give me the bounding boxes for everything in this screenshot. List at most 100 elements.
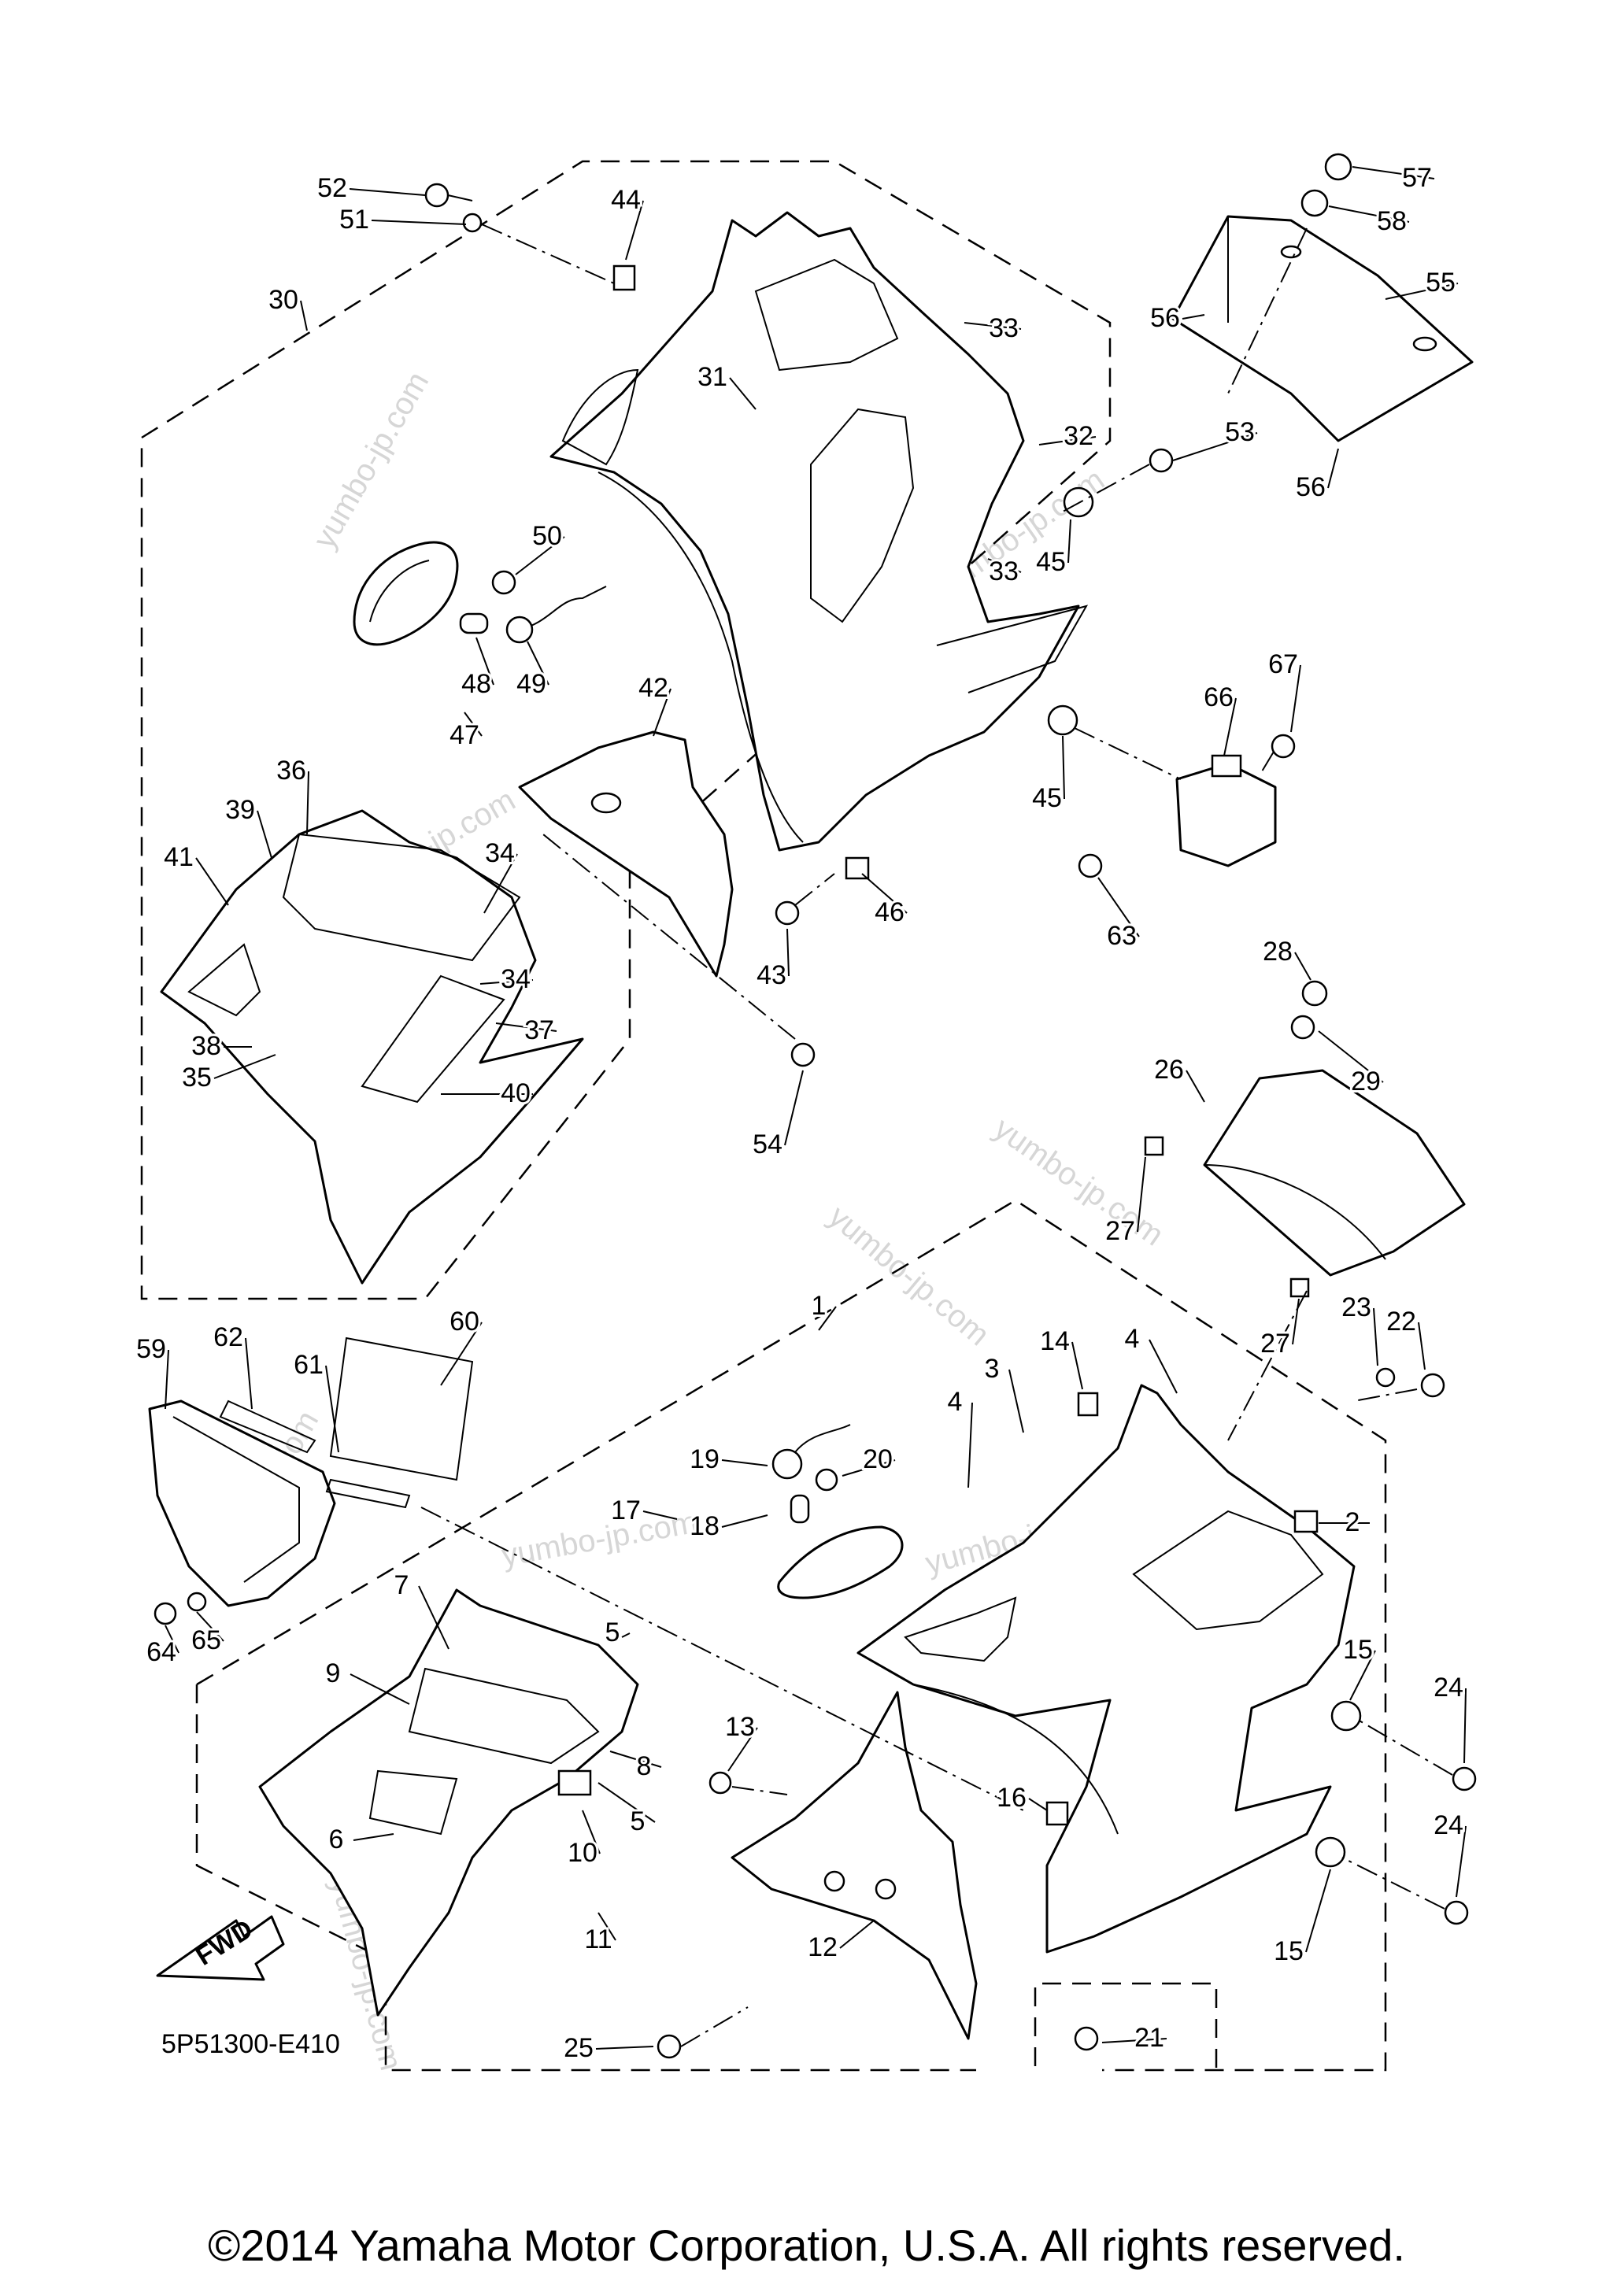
callout-leader: [350, 1673, 410, 1705]
screw-28-head: [1301, 980, 1328, 1007]
lower-cowling-edge: [912, 1684, 1119, 1835]
callout-leader: [597, 1782, 656, 1823]
callout-number-61: 61: [294, 1350, 324, 1380]
callout-leader: [642, 1510, 678, 1520]
ref-line-25: [680, 2006, 749, 2047]
screw-24-upper-head: [1452, 1766, 1477, 1791]
ref-line-43: [794, 873, 835, 906]
lower-side-cowling-duct: [408, 1667, 600, 1765]
grommet-15-lower: [1315, 1836, 1346, 1868]
callout-leader: [1294, 952, 1311, 981]
callout-leader: [1097, 877, 1140, 937]
callout-number-28: 28: [1263, 937, 1293, 967]
callout-leader: [1318, 1030, 1384, 1083]
reference-lines: [420, 224, 1453, 2047]
windshield-inner-curve: [1204, 1164, 1386, 1260]
lower-cowling-panel: [1132, 1510, 1324, 1631]
callout-number-58: 58: [1377, 206, 1407, 236]
screw-67-head: [1271, 734, 1296, 759]
air-scoop-inner: [172, 1416, 300, 1583]
callout-number-44: 44: [611, 185, 641, 215]
meter-panel-55: [1171, 215, 1474, 442]
flasher-lens-housing: [353, 541, 459, 646]
watermark-text: yumbo-jp.com: [822, 1199, 996, 1352]
callout-leader: [1182, 314, 1205, 320]
callout-leader: [842, 1459, 896, 1477]
flasher-bulb: [459, 612, 489, 634]
screw-22-head: [1420, 1373, 1445, 1398]
grommet-45-lower: [1047, 704, 1078, 736]
inner-panel-12-hole: [823, 1870, 845, 1892]
flasher-17-lens: [777, 1525, 904, 1599]
grommet-29: [1290, 1015, 1315, 1040]
fasteners: [154, 153, 1477, 2059]
callout-number-16: 16: [997, 1783, 1027, 1813]
meter-panel-hole: [1280, 245, 1302, 259]
callout-number-21: 21: [1134, 2023, 1164, 2053]
callout-number-2: 2: [1345, 1507, 1360, 1537]
callout-number-24: 24: [1434, 1673, 1463, 1703]
callout-number-27: 27: [1105, 1216, 1135, 1246]
callout-number-63: 63: [1107, 921, 1137, 951]
callout-number-34: 34: [501, 964, 531, 994]
callout-number-5: 5: [605, 1618, 620, 1647]
air-scoop-body: [148, 1399, 336, 1607]
callout-number-31: 31: [697, 362, 727, 392]
callout-leader: [495, 1022, 557, 1032]
stay-66: [1175, 754, 1277, 867]
callout-leader: [1137, 1156, 1146, 1233]
callout-number-9: 9: [326, 1658, 341, 1688]
inner-panel-hole: [590, 792, 622, 814]
emblem-61: [325, 1478, 411, 1509]
upper-cowling-lower-lip: [936, 605, 1089, 693]
upper-cowling-30: [549, 211, 1089, 852]
callout-number-41: 41: [164, 842, 194, 872]
fwd-arrow-shape: [156, 1915, 285, 1981]
callout-leader: [1028, 1798, 1048, 1811]
ref-line-24: [1357, 1719, 1453, 1776]
callout-leader: [784, 1070, 804, 1146]
callout-number-17: 17: [611, 1496, 641, 1525]
nut-2: [1293, 1510, 1319, 1533]
callout-leader: [213, 1054, 276, 1079]
callout-number-13: 13: [725, 1712, 755, 1742]
callout-number-51: 51: [339, 205, 369, 235]
callout-number-42: 42: [638, 673, 668, 703]
callout-leader: [1067, 519, 1071, 564]
callout-leader: [1385, 283, 1459, 300]
callout-number-39: 39: [225, 795, 255, 825]
callout-leader: [1292, 1298, 1300, 1345]
callout-leader: [1038, 436, 1097, 446]
side-cowling-intake: [187, 943, 261, 1017]
rivet-25: [657, 2034, 682, 2059]
callout-number-49: 49: [516, 669, 546, 699]
callout-leader: [1186, 1070, 1205, 1103]
inner-panel-42: [518, 730, 734, 978]
callout-leader: [245, 1337, 253, 1410]
callout-leader: [440, 1322, 483, 1386]
callout-leader: [786, 928, 790, 977]
callout-leader: [727, 1727, 758, 1772]
screw-20-head: [815, 1468, 838, 1492]
screw-13-head: [708, 1771, 732, 1795]
screw-63-head: [1078, 853, 1103, 878]
callout-number-59: 59: [136, 1334, 166, 1364]
air-scoop-59: [148, 1337, 474, 1607]
callout-leader: [515, 536, 565, 575]
callout-number-57: 57: [1402, 163, 1432, 193]
callout-leader: [818, 1306, 837, 1331]
flasher-assembly-47: [353, 541, 607, 646]
callout-leader: [721, 1459, 768, 1466]
side-cowling-35: [160, 809, 584, 1285]
lower-side-cowling-bracket: [557, 1769, 592, 1796]
flasher-socket: [505, 616, 534, 644]
callout-leader: [1352, 166, 1435, 179]
stay-66-body: [1175, 762, 1277, 867]
bolt-52-head: [424, 183, 449, 208]
nut-27-upper: [1144, 1136, 1164, 1156]
callout-number-66: 66: [1204, 682, 1234, 712]
callout-leader: [1149, 1339, 1178, 1394]
flasher-lens-inner: [369, 560, 430, 623]
callout-leader: [464, 712, 483, 737]
callout-leader: [653, 688, 671, 737]
